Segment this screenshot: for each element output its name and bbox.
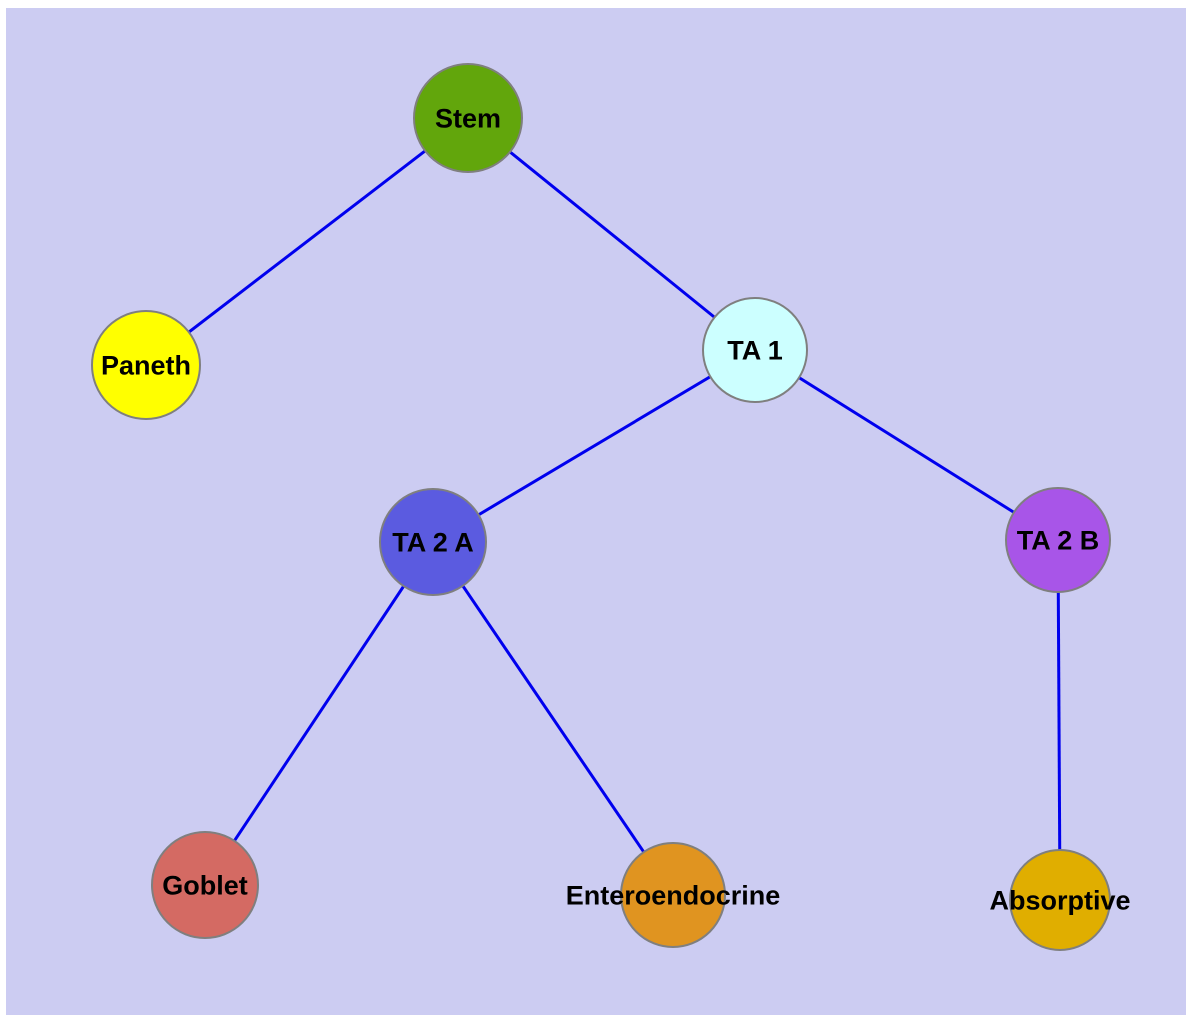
node-goblet[interactable] xyxy=(151,831,259,939)
node-stem[interactable] xyxy=(413,63,523,173)
edge-ta1-ta2b xyxy=(754,348,1059,542)
node-ta2b[interactable] xyxy=(1005,487,1111,593)
node-paneth[interactable] xyxy=(91,310,201,420)
nodes-layer xyxy=(91,63,1111,951)
edge-stem-ta1 xyxy=(467,116,756,352)
node-enteroendocrine[interactable] xyxy=(620,842,726,948)
node-ta2a[interactable] xyxy=(379,488,487,596)
node-ta1[interactable] xyxy=(702,297,808,403)
edge-ta1-ta2a xyxy=(432,348,756,544)
node-absorptive[interactable] xyxy=(1009,849,1111,951)
edge-ta2a-enteroendocrine xyxy=(431,541,675,896)
edges-layer xyxy=(145,116,1062,901)
edge-ta2a-goblet xyxy=(203,541,435,886)
edge-stem-paneth xyxy=(145,116,469,367)
edge-ta2b-absorptive xyxy=(1056,539,1062,901)
